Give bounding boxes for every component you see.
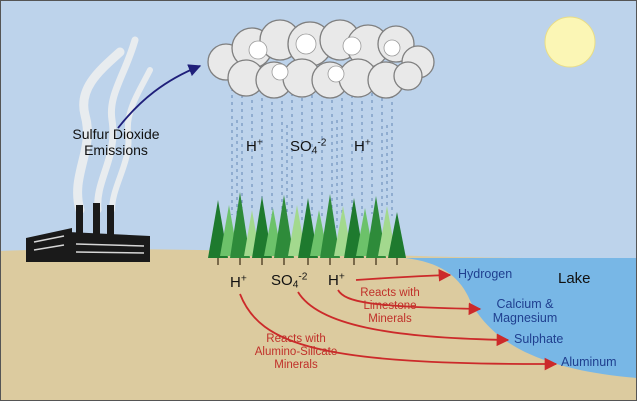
ion-symbol: H [230,274,241,291]
arrow-to-aluminum [239,293,558,371]
ion-symbol: SO [271,272,293,289]
ion-symbol: H [246,138,257,155]
emission-arrow [117,64,202,129]
aluminum-label: Aluminum [561,355,617,369]
rain-sulfate-ion: SO4-2 [290,137,327,157]
emissions-label-line2: Emissions [84,142,148,159]
ion-symbol: H [328,272,339,289]
emissions-label-line1: Sulfur Dioxide [72,126,160,142]
soil-sulfate-ion: SO4-2 [271,271,308,291]
hydrogen-label: Hydrogen [458,267,513,281]
emissions-label: Sulfur Dioxide Emissions [56,126,176,158]
reacts-alumino-label: Reacts with Alumino-Silicate Minerals [236,333,356,373]
soil-hydrogen-ion-left: H+ [230,274,247,291]
lake-label: Lake [558,270,591,287]
factory-icon [26,203,150,262]
reacts-limestone-label: Reacts with Limestone Minerals [350,287,430,327]
ion-charge: + [256,137,263,149]
reacts-limestone-line1: Reacts with [360,287,420,299]
smoke-plumes [73,36,153,215]
sun-icon [544,16,596,68]
calcium-line2: Magnesium [492,311,558,326]
rain-hydrogen-ion-right: H+ [354,138,371,155]
ion-charge: + [240,273,247,285]
forest [208,192,406,265]
calcium-line1: Calcium & [496,297,554,311]
rain-hydrogen-ion-left: H+ [246,138,263,155]
reacts-alumino-line2: Alumino-Silicate [254,346,338,359]
ion-symbol: SO [290,138,312,155]
reaction-arrows [239,269,558,371]
ion-symbol: H [354,138,365,155]
cloud-icon [207,19,435,99]
reacts-limestone-line3: Minerals [368,313,412,326]
sulphate-label: Sulphate [514,332,564,346]
cloud-highlights [248,33,401,83]
reacts-alumino-line3: Minerals [274,359,318,372]
calcium-magnesium-label: Calcium & Magnesium [482,297,568,326]
soil-hydrogen-ion-right: H+ [328,272,345,289]
ion-charge: -2 [298,271,308,283]
ion-charge: + [364,137,371,149]
ion-charge: + [338,271,345,283]
ion-subscript: 4 [311,145,318,157]
reacts-limestone-line2: Limestone [363,300,417,313]
arrow-to-sulphate [297,291,510,347]
ion-charge: -2 [317,137,327,149]
ion-subscript: 4 [292,279,299,291]
arrow-to-hydrogen [355,269,452,282]
rain-streaks [231,86,393,230]
lake [405,258,637,378]
arrow-to-calcium [337,289,482,316]
reacts-alumino-line1: Reacts with [266,333,326,345]
